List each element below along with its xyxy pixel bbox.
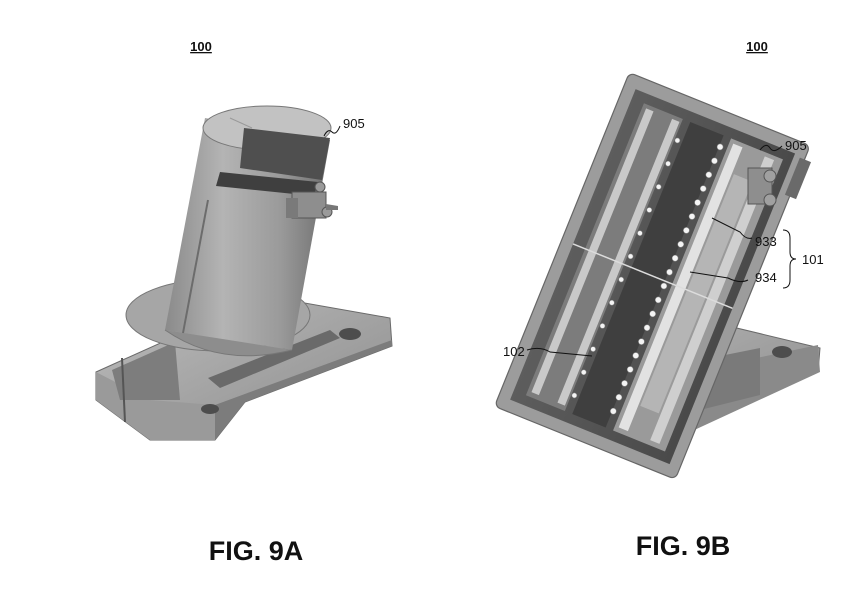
- figure-9b-label-933: 933: [755, 234, 777, 249]
- figure-9b-label-101: 101: [802, 252, 824, 267]
- figure-9a-label-905: 905: [343, 116, 365, 131]
- figure-9a: 100: [95, 39, 393, 566]
- figure-9b-leader-933: 933: [711, 217, 777, 249]
- figure-9a-ref-100: 100: [190, 39, 212, 54]
- figure-9b-beads: [571, 137, 724, 415]
- figure-9b-connector: [747, 167, 777, 207]
- figure-9a-leader-905: 905: [323, 116, 365, 137]
- figure-9b-caption: FIG. 9B: [636, 531, 731, 561]
- figure-9b-bracket-101: 101: [782, 229, 824, 289]
- figure-9b-label-934: 934: [755, 270, 777, 285]
- figure-9b-leader-905: 905: [759, 138, 807, 153]
- figure-9b-ref-100: 100: [746, 39, 768, 54]
- figure-9b-housing: [495, 73, 812, 479]
- figure-9a-caption: FIG. 9A: [209, 536, 304, 566]
- figure-9a-connector: [286, 181, 338, 219]
- figure-9b-leader-102: 102: [503, 344, 593, 359]
- figure-9a-cylinder-body: [125, 105, 332, 357]
- figure-9b-label-102: 102: [503, 344, 525, 359]
- figure-9b-label-905: 905: [785, 138, 807, 153]
- figure-9b-leader-934: 934: [689, 270, 777, 285]
- figure-9a-base: [95, 295, 393, 441]
- figure-9b: 100: [495, 39, 824, 561]
